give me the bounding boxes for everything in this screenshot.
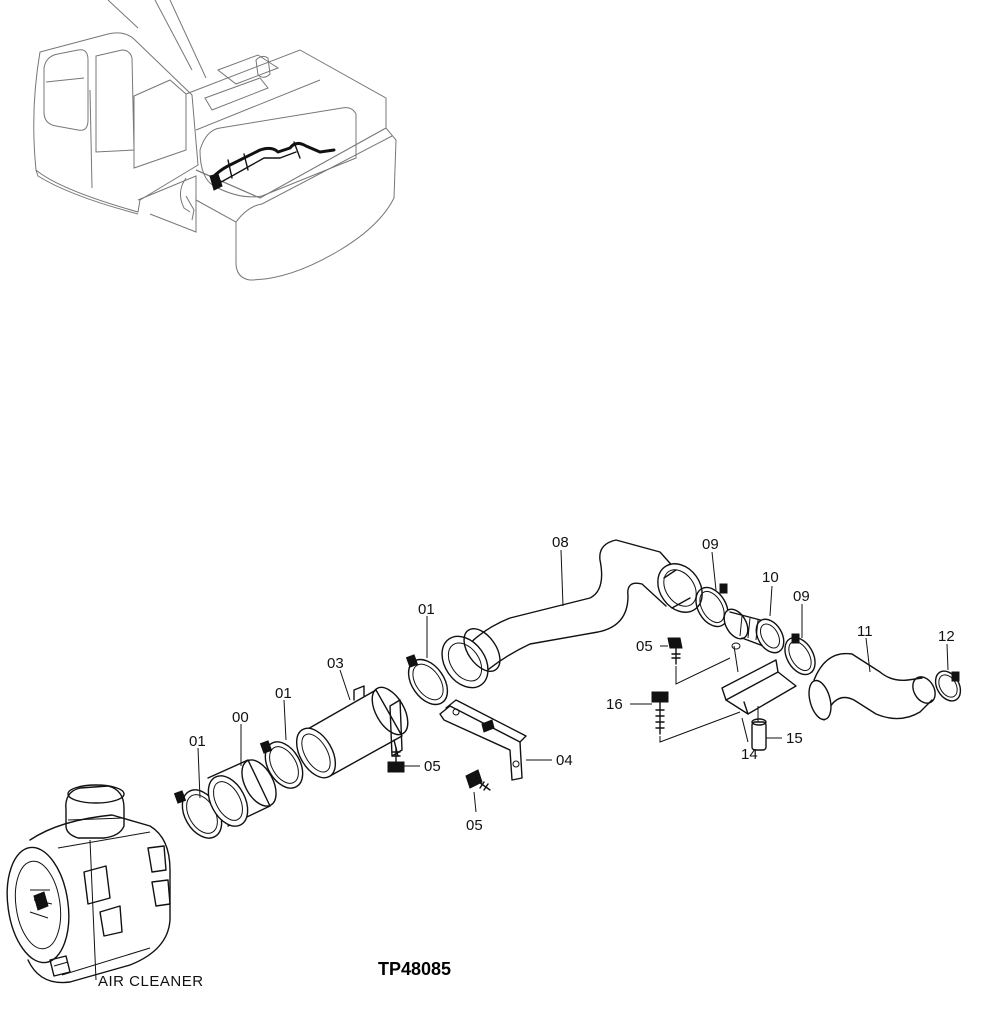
callout-08: 08: [552, 534, 569, 551]
callout-15: 15: [786, 730, 803, 747]
callout-14: 14: [741, 746, 758, 763]
callout-11: 11: [857, 623, 873, 640]
callout-09-right: 09: [793, 588, 810, 605]
part-10-elbow-adapter: [723, 608, 785, 654]
callout-04: 04: [556, 752, 573, 769]
part-11-air-hose: [808, 652, 936, 721]
callout-05-upper-right: 05: [636, 638, 653, 655]
excavator-overview-illustration: [33, 0, 397, 281]
callout-01-left: 01: [189, 733, 206, 750]
part-08-air-hose: [441, 539, 703, 689]
callout-03: 03: [327, 655, 344, 672]
callout-01-middle: 01: [275, 685, 292, 702]
air-cleaner-caption: AIR CLEANER: [98, 973, 204, 990]
callout-16: 16: [606, 696, 623, 713]
part-14-mounting-plate: [721, 642, 797, 715]
air-cleaner-assembly: [6, 784, 171, 984]
part-00-hose: [207, 759, 277, 827]
part-01-hose-clamp-2: [259, 740, 304, 789]
callout-09-left: 09: [702, 536, 719, 553]
callout-labels: 00 01 01 01 03 04 05 05 05 08 09 09 10 1…: [189, 534, 955, 834]
callout-05-under-pipe: 05: [424, 758, 441, 775]
part-16-bolt: [651, 691, 669, 735]
part-04-bracket: [439, 699, 527, 781]
drawing-reference-number: TP48085: [378, 959, 451, 979]
callout-leaders: [197, 549, 949, 813]
callout-00: 00: [232, 709, 249, 726]
callout-01-right: 01: [418, 601, 435, 618]
part-01-hose-clamp-3: [405, 654, 449, 706]
part-09-hose-clamp-1: [695, 583, 729, 628]
callout-12: 12: [938, 628, 955, 645]
part-12-hose-clamp: [934, 670, 962, 702]
part-15-spacer: [751, 718, 767, 751]
part-05-flange-bolt-1: [387, 747, 405, 773]
part-05-flange-bolt-3: [667, 637, 683, 665]
part-09-hose-clamp-2: [784, 633, 816, 676]
callout-05-under-bracket: 05: [466, 817, 483, 834]
callout-10: 10: [762, 569, 779, 586]
part-05-flange-bolt-2: [465, 769, 491, 791]
assembly-guide-lines: [659, 657, 759, 743]
